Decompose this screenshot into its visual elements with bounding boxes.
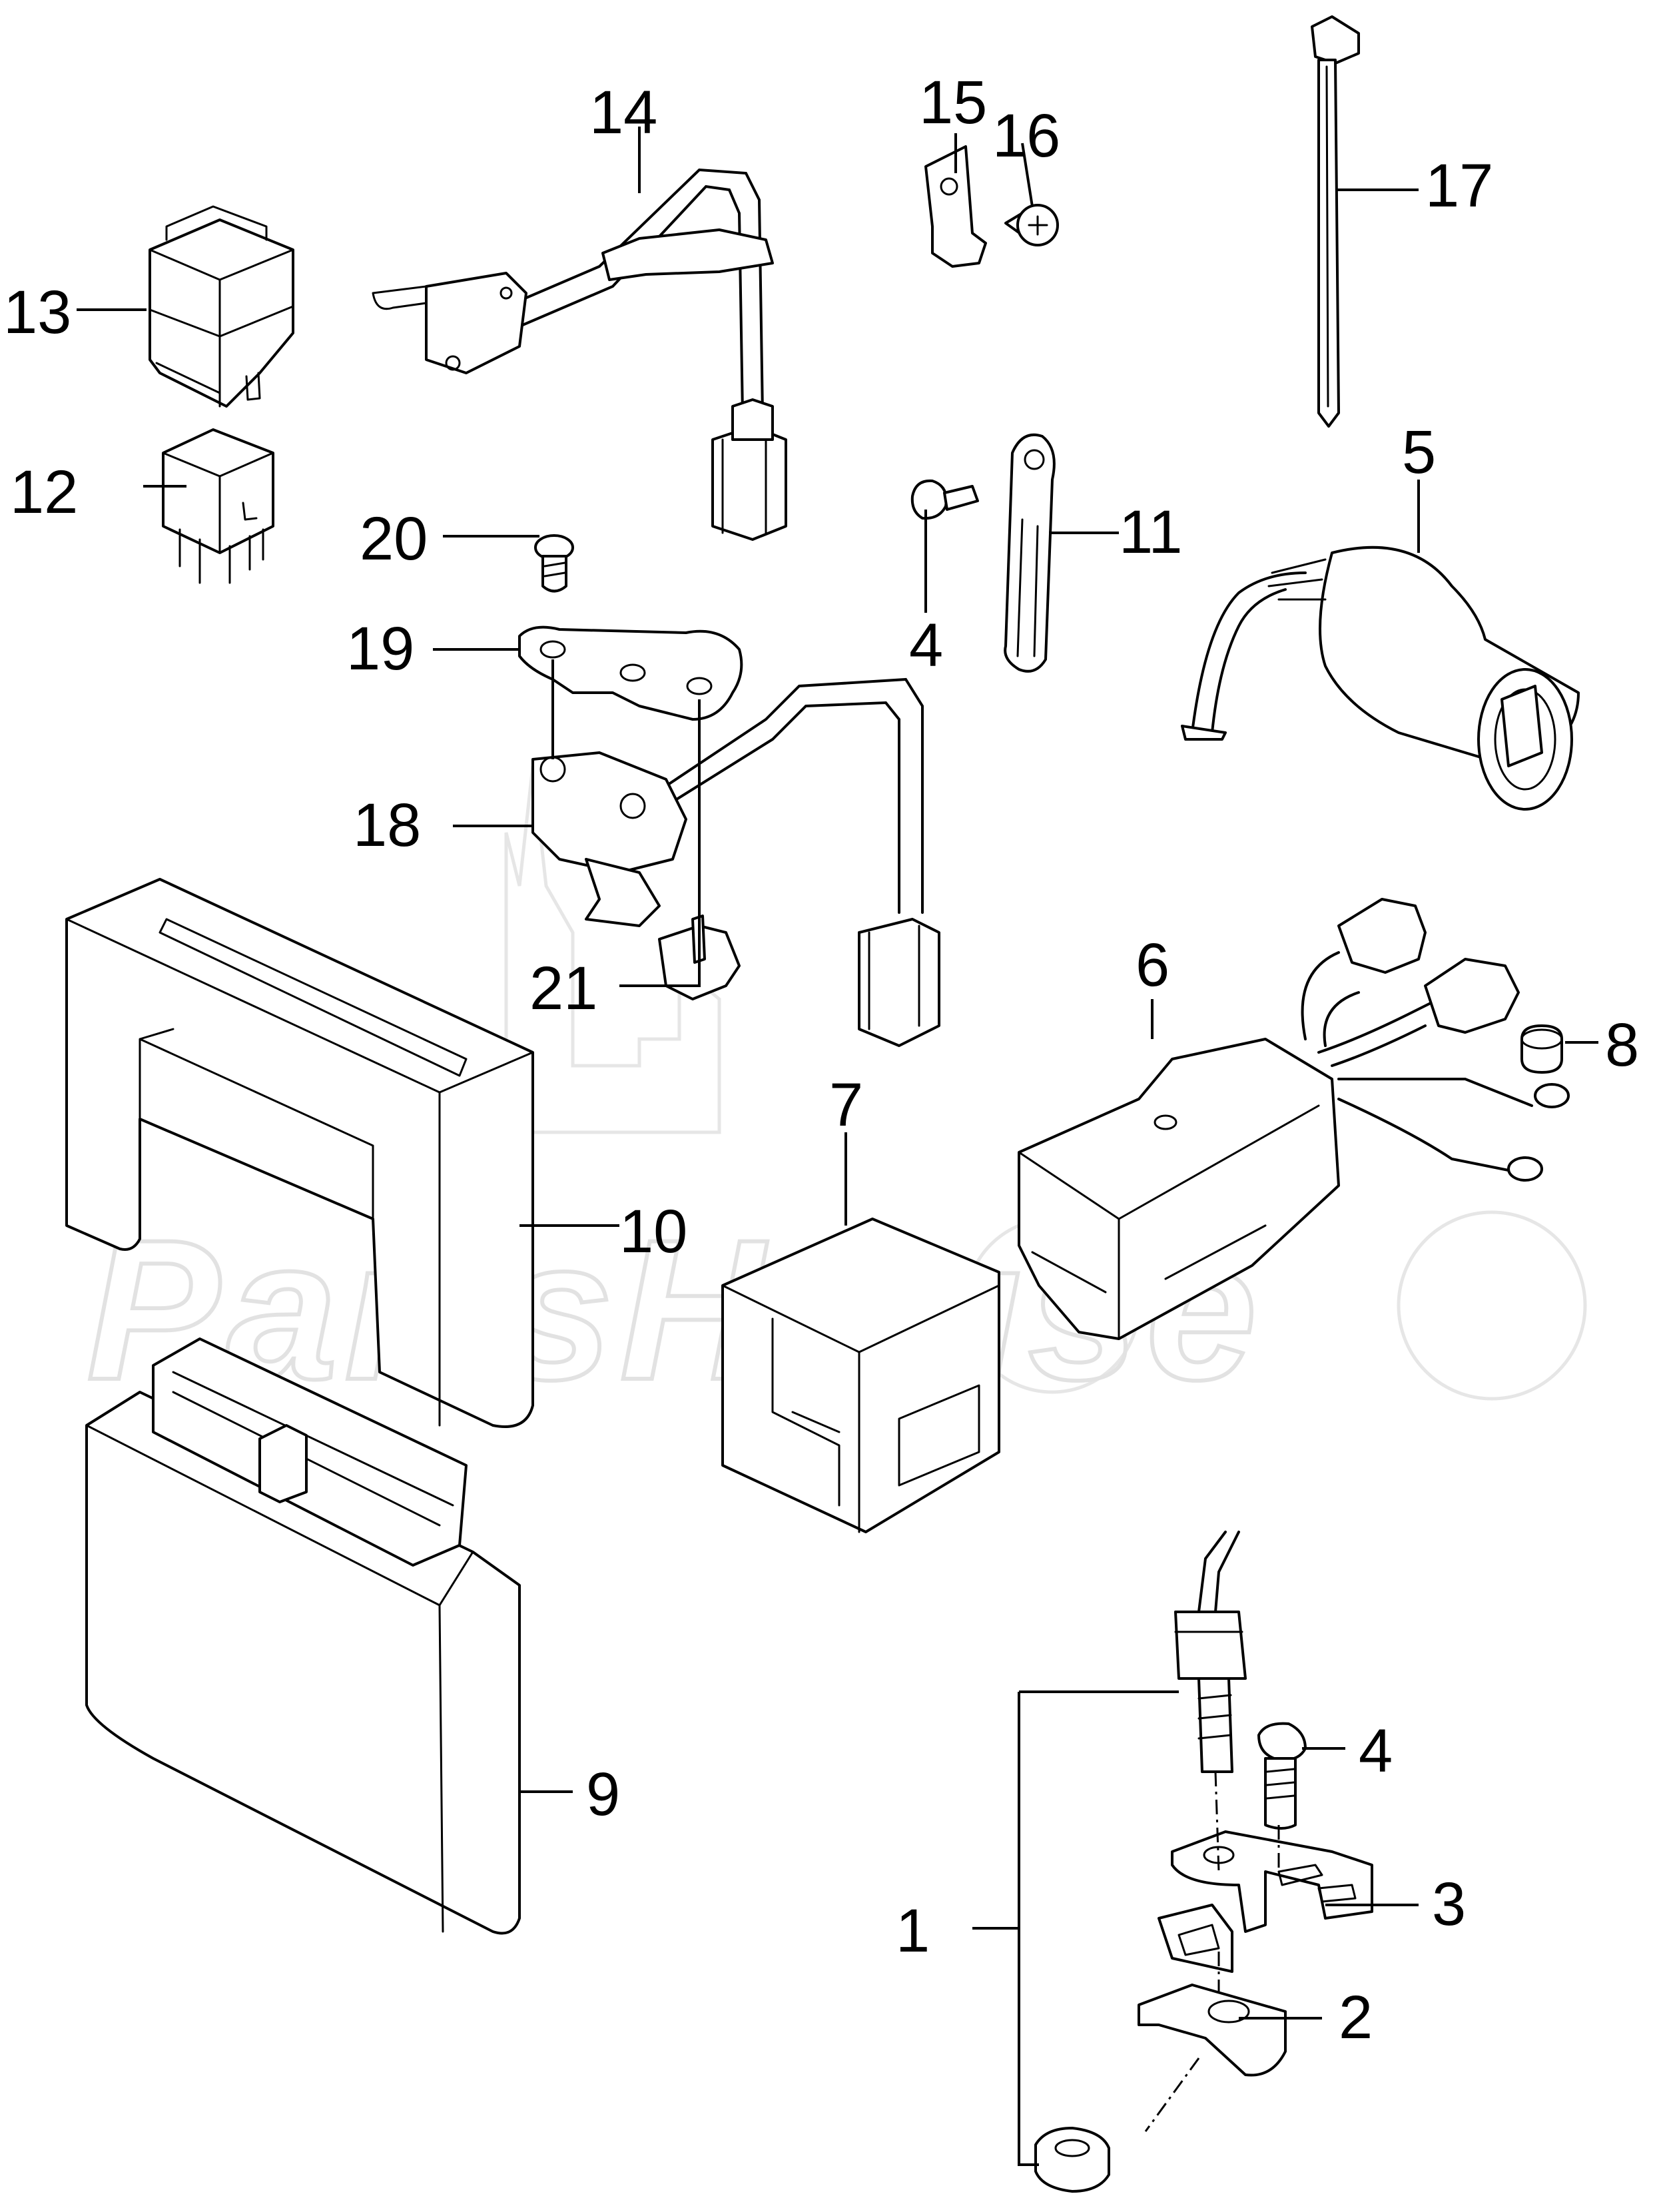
plate-19: [518, 625, 743, 721]
callout-18: 18: [353, 791, 421, 859]
callout-4-lower: 4: [1359, 1717, 1393, 1785]
callout-20: 20: [360, 505, 428, 573]
callout-17: 17: [1425, 152, 1493, 220]
switch-harness-18: [531, 677, 940, 1047]
callout-16: 16: [992, 102, 1060, 170]
switch-harness-14: [372, 168, 787, 541]
cable-tie-17: [1311, 15, 1360, 428]
ignition-switch-5: [1181, 546, 1580, 811]
callout-6: 6: [1136, 931, 1169, 999]
callout-11: 11: [1119, 498, 1183, 566]
watermark-wheel-front: [1397, 1210, 1587, 1401]
ecu-9: [85, 1337, 521, 1935]
bolt-4-lower: [1257, 1722, 1307, 1830]
strap-11: [1004, 433, 1056, 673]
callout-1: 1: [896, 1897, 930, 1965]
callout-8: 8: [1605, 1011, 1639, 1079]
callout-10: 10: [619, 1198, 687, 1266]
relay-12: [162, 428, 274, 584]
screw-20: [534, 534, 574, 593]
sensor-1: [1144, 1531, 1280, 2132]
cover-7: [721, 1218, 1000, 1533]
callouts: 1 2 3 4 4 5 6 7 8 9 10 11 12 13 14 15 16…: [3, 69, 1639, 2051]
leader-lines: [77, 127, 1598, 2166]
callout-15: 15: [919, 69, 987, 137]
control-unit-6: [1018, 898, 1570, 1340]
callout-19: 19: [346, 615, 414, 683]
cap-8: [1520, 1024, 1563, 1074]
bracket-3: [1158, 1830, 1373, 1973]
callout-2: 2: [1339, 1984, 1373, 2051]
callout-4-upper: 4: [909, 611, 943, 679]
callout-5: 5: [1402, 418, 1436, 486]
callout-14: 14: [589, 79, 657, 147]
nut-1: [1034, 2127, 1110, 2193]
bolt-4-upper: [910, 479, 979, 520]
relay-13: [149, 205, 294, 408]
callout-12: 12: [10, 458, 78, 526]
callout-21: 21: [529, 954, 597, 1022]
callout-9: 9: [586, 1760, 620, 1828]
callout-13: 13: [3, 278, 71, 346]
bracket-10: [65, 878, 534, 1428]
bracket-15: [924, 145, 987, 268]
screw-16: [1004, 204, 1059, 246]
callout-3: 3: [1432, 1870, 1466, 1938]
plate-2: [1138, 1984, 1287, 2077]
callout-7: 7: [829, 1071, 863, 1139]
